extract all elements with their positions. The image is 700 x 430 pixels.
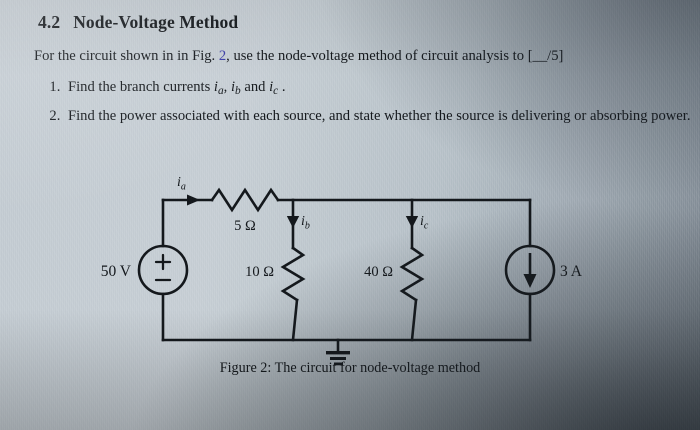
task-1-text: Find the branch currents <box>68 79 214 95</box>
task-1-sep-2: and <box>240 79 270 95</box>
resistor-40-ohm-label: 40 Ω <box>364 264 393 280</box>
current-ia-arrow-icon <box>187 194 200 206</box>
current-ib-label: ib <box>301 214 310 232</box>
task-1-suffix: . <box>278 79 286 95</box>
current-source-label: 3 A <box>560 263 583 280</box>
marks-blank: [__/5] <box>527 48 564 64</box>
task-item-2: Find the power associated with each sour… <box>64 107 700 126</box>
section-heading: 4.2 Node-Voltage Method <box>38 12 238 33</box>
current-ic-label: ic <box>420 214 429 232</box>
current-ia-label: ia <box>177 175 186 193</box>
current-ic-arrow-icon <box>405 216 419 228</box>
circuit-diagram-svg: 50 V 3 A 5 Ω 10 Ω 40 Ω ia ib ic <box>101 175 583 366</box>
wire-40ohm-lower <box>410 298 418 342</box>
resistor-5-ohm-symbol <box>210 187 280 213</box>
intro-paragraph: For the circuit shown in in Fig. 2, use … <box>34 47 692 66</box>
task-list: Find the branch currents ia, ib and ic .… <box>36 78 700 134</box>
current-ib-arrow-icon <box>286 216 300 228</box>
intro-text-after: , use the node-voltage method of circuit… <box>226 48 528 64</box>
resistor-5-ohm-label: 5 Ω <box>234 218 256 234</box>
section-title: Node-Voltage Method <box>73 12 239 32</box>
task-2-text: Find the power associated with each sour… <box>68 107 691 124</box>
intro-text-before: For the circuit shown in in Fig. <box>34 48 219 64</box>
current-source-arrow-icon <box>523 253 537 288</box>
task-1-sep-1: , <box>223 79 231 95</box>
wire-10ohm-lower <box>291 298 299 342</box>
voltage-source-polarity-icon <box>154 253 172 282</box>
resistor-40-ohm-symbol <box>399 246 425 302</box>
figure-caption: Figure 2: The circuit for node-voltage m… <box>219 360 481 376</box>
voltage-source-label: 50 V <box>101 263 132 280</box>
section-number: 4.2 <box>38 12 61 32</box>
circuit-figure: 50 V 3 A 5 Ω 10 Ω 40 Ω ia ib ic <box>0 170 700 370</box>
ground-bar-1 <box>326 351 350 355</box>
task-item-1: Find the branch currents ia, ib and ic . <box>64 78 700 99</box>
resistor-10-ohm-label: 10 Ω <box>245 264 274 280</box>
resistor-10-ohm-symbol <box>280 246 306 302</box>
